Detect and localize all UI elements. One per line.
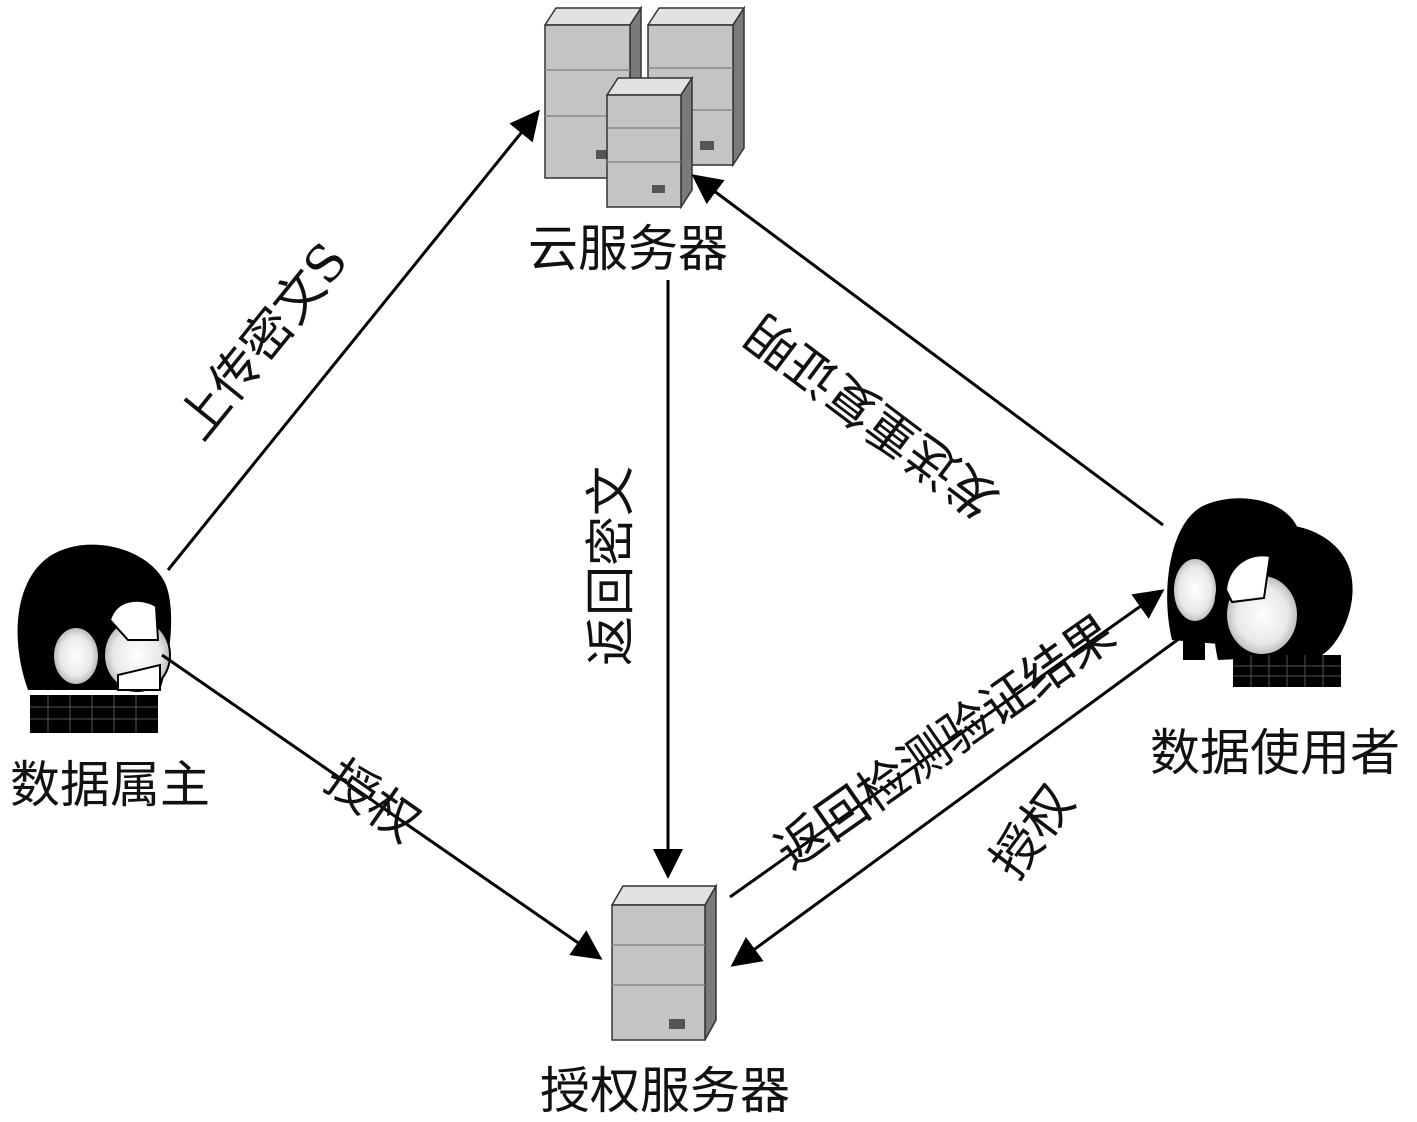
auth-server-label: 授权服务器 (540, 1062, 790, 1120)
edge-owner-authorize-arrow (161, 653, 603, 960)
edge-owner-authorize-label: 授权 (315, 749, 430, 854)
edge-upload-arrow (166, 109, 540, 571)
cloud-server-icon (543, 5, 746, 210)
edge-return-ciphertext-label: 返回密文 (582, 466, 640, 666)
data-user-label: 数据使用者 (1150, 724, 1400, 782)
edge-check-result-arrow (729, 589, 1165, 899)
edge-check-result-label: 返回检测验证结果 (765, 604, 1126, 881)
edge-user-authorize-arrow (730, 636, 1181, 967)
auth-server-icon (610, 883, 718, 1041)
server-tower-icon (605, 75, 694, 210)
cloud-server-label: 云服务器 (528, 220, 728, 278)
edge-upload-label: 上传密文S (167, 232, 360, 451)
edge-duplicate-proof-arrow (691, 174, 1164, 527)
edge-duplicate-proof-label: 发送重复证明 (736, 303, 1010, 530)
data-owner-label: 数据属主 (10, 756, 210, 814)
data-owner-icon (17, 544, 172, 733)
edge-user-authorize-label: 授权 (979, 774, 1086, 889)
data-user-icon (1167, 498, 1353, 687)
